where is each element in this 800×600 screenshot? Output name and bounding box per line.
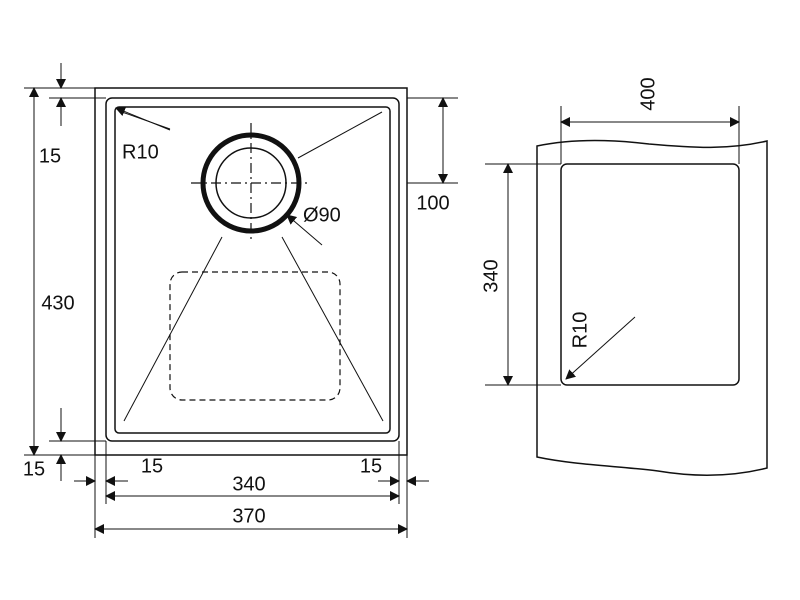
top-lip-label: 15 — [39, 145, 61, 167]
cutout-radius-label: R10 — [569, 312, 591, 349]
outer-frame — [94, 87, 408, 456]
inner-width-label: 340 — [232, 473, 265, 495]
bottom-dimensions: 15 15 340 370 — [74, 441, 429, 538]
corner-radius-main-label: R10 — [122, 141, 159, 163]
bowl-inner-frame — [114, 106, 391, 434]
cutout-view: 400 340 R10 — [480, 77, 768, 476]
cutout-radius-leader — [565, 316, 636, 380]
internal-annotations: R10 Ø90 — [115, 106, 341, 246]
top-right-slope-line — [297, 111, 383, 159]
left-dimensions: 15 430 15 — [23, 63, 106, 481]
bottom-lip-label: 15 — [23, 458, 45, 480]
cutout-width-label: 400 — [637, 77, 659, 110]
bottom-left-inset-label: 15 — [141, 455, 163, 477]
left-height-label: 430 — [41, 292, 74, 314]
bottom-right-inset-label: 15 — [360, 455, 382, 477]
left-funnel-line — [123, 236, 223, 422]
inner-frame — [105, 97, 400, 442]
drain-offset-label: 100 — [416, 192, 449, 214]
cutout-height-label: 340 — [480, 259, 502, 292]
drain-leader — [286, 214, 323, 246]
dashed-cutout — [169, 271, 341, 401]
drain-diameter-label: Ø90 — [303, 204, 341, 226]
right-funnel-line — [281, 236, 384, 422]
outer-width-label: 370 — [232, 505, 265, 527]
radius-leader-main — [115, 106, 171, 131]
cutout-rectangle — [560, 163, 740, 386]
countertop-outline — [536, 139, 768, 476]
main-sink-view — [94, 87, 408, 456]
drain-offset-dimension: 100 — [407, 97, 458, 214]
